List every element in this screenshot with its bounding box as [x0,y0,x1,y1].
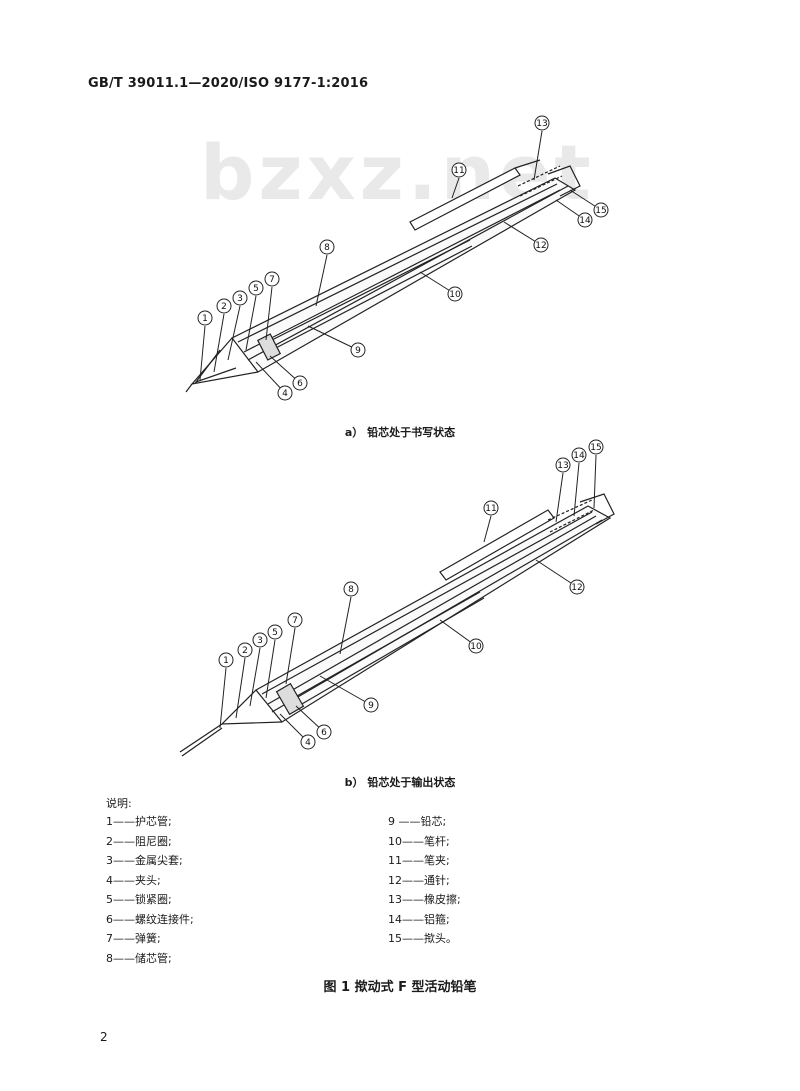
callout-a-12: 12 [535,241,546,251]
callout-b-7: 7 [292,616,298,626]
figure-a-caption: a） 铅芯处于书写状态 [344,426,456,439]
legend-item: 13——橡皮擦; [388,893,461,906]
legend-item: 7——弹簧; [106,932,161,945]
callout-b-2: 2 [242,646,248,656]
callout-b-13: 13 [557,461,568,471]
legend-item: 15——揿头。 [388,932,457,945]
callout-a-13: 13 [536,119,547,129]
legend-item: 14——铝箍; [388,912,450,926]
callout-a-14: 14 [579,216,591,226]
callout-a-4: 4 [282,389,288,399]
callout-a-9: 9 [355,346,361,356]
callout-b-6: 6 [321,728,327,738]
figure-title: 图 1 揿动式 F 型活动铅笔 [323,980,477,995]
callout-b-4: 4 [305,738,311,748]
legend-item: 2——阻尼圈; [106,834,172,848]
legend-item: 6——螺纹连接件; [106,912,194,926]
callout-b-9: 9 [368,701,374,711]
callout-b-12: 12 [571,583,582,593]
callout-b-15: 15 [590,443,601,453]
legend-item: 11——笔夹; [388,854,450,867]
standard-header: GB/T 39011.1—2020/ISO 9177-1:2016 [88,76,369,91]
callout-a-10: 10 [449,290,461,300]
legend-left-column: 1——护芯管; 2——阻尼圈; 3——金属尖套; 4——夹头; 5——锁紧圈; … [106,812,194,968]
figure-b-caption: b） 铅芯处于输出状态 [344,776,456,789]
callout-b-10: 10 [470,642,482,652]
legend-item: 1——护芯管; [106,815,172,828]
callout-a-8: 8 [324,243,330,253]
callout-b-3: 3 [257,636,263,646]
legend-item: 3——金属尖套; [106,854,183,867]
callout-a-15: 15 [595,206,606,216]
callout-a-5: 5 [253,284,259,294]
legend-item: 10——笔杆; [388,834,450,848]
callout-a-3: 3 [237,294,243,304]
callout-b-11: 11 [485,504,496,514]
legend-right-column: 9 ——铅芯; 10——笔杆; 11——笔夹; 12——通针; 13——橡皮擦;… [388,812,461,949]
callout-a-7: 7 [269,275,275,285]
callout-b-1: 1 [223,656,229,666]
legend-item: 8——储芯管; [106,951,172,965]
pencil-drawing-a: 1 2 3 5 7 4 6 8 9 10 11 12 13 14 15 [185,115,609,401]
legend-item: 9 ——铅芯; [388,815,447,828]
callout-a-6: 6 [297,379,303,389]
callout-a-11: 11 [453,166,464,176]
callout-a-2: 2 [221,302,227,312]
legend-item: 12——通针; [388,873,450,887]
page-number: 2 [100,1030,108,1044]
pencil-drawing-b: 1 2 3 5 7 4 6 8 9 10 11 12 13 14 15 [179,439,615,757]
legend: 说明: 1——护芯管; 2——阻尼圈; 3——金属尖套; 4——夹头; 5——锁… [106,794,461,965]
callout-b-5: 5 [272,628,278,638]
legend-item: 4——夹头; [106,873,161,887]
legend-title: 说明: [106,797,132,810]
callout-a-1: 1 [202,314,208,324]
legend-item: 5——锁紧圈; [106,893,172,906]
callout-b-14: 14 [573,451,585,461]
callout-b-8: 8 [348,585,354,595]
